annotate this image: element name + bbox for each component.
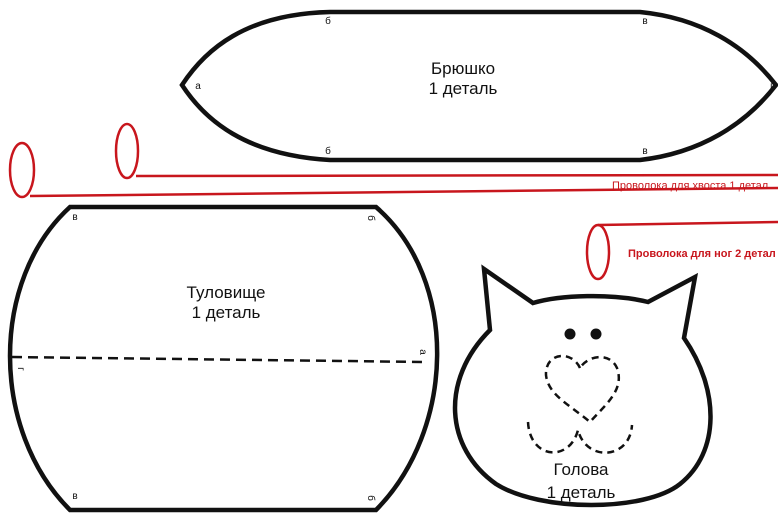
body-mark-v-top: в — [72, 212, 77, 223]
body-mark-g: г — [15, 367, 26, 371]
wire-legs-line — [597, 220, 778, 227]
body-count: 1 деталь — [192, 303, 261, 322]
head-name: Голова — [553, 460, 609, 479]
belly-name: Брюшко — [431, 59, 495, 78]
body-mark-b-top: б — [365, 215, 377, 221]
tail-wire-label: Проволока для хвоста 1 детал — [612, 180, 768, 192]
belly-outline — [179, 9, 778, 163]
wire-tail-line — [135, 173, 778, 178]
body-mark-a: а — [417, 349, 428, 355]
nose-heart-stitch — [544, 354, 620, 424]
wire-drawings — [8, 122, 778, 281]
wire-left-loop — [8, 141, 36, 199]
wire-long-line — [29, 186, 778, 198]
belly-count: 1 деталь — [429, 79, 498, 98]
body-mark-v-bottom: в — [72, 491, 77, 502]
body-name: Туловище — [187, 283, 266, 302]
belly-piece: Брюшко 1 деталь а б в б в г — [179, 9, 778, 163]
head-piece: Голова 1 деталь — [452, 264, 713, 508]
right-eye — [590, 328, 602, 340]
belly-mark-b-bottom: б — [325, 145, 331, 157]
head-count: 1 деталь — [547, 483, 616, 502]
body-fold-line — [11, 355, 427, 364]
wire-right-loop — [585, 223, 611, 281]
left-eye — [564, 328, 576, 340]
wire-middle-loop — [114, 122, 140, 180]
belly-mark-b-top: б — [325, 15, 331, 27]
mouth-stitch — [526, 421, 634, 454]
body-piece: Туловище 1 деталь в б г а в б — [7, 204, 440, 513]
legs-wire-label: Проволока для ног 2 детал — [628, 248, 776, 260]
body-outline — [7, 204, 440, 513]
belly-mark-v-top: в — [642, 16, 647, 27]
belly-mark-g: г — [770, 81, 774, 92]
belly-mark-a: а — [195, 81, 201, 92]
belly-mark-v-bottom: в — [642, 146, 647, 157]
head-outline — [452, 264, 713, 508]
body-mark-b-bottom: б — [365, 495, 377, 501]
